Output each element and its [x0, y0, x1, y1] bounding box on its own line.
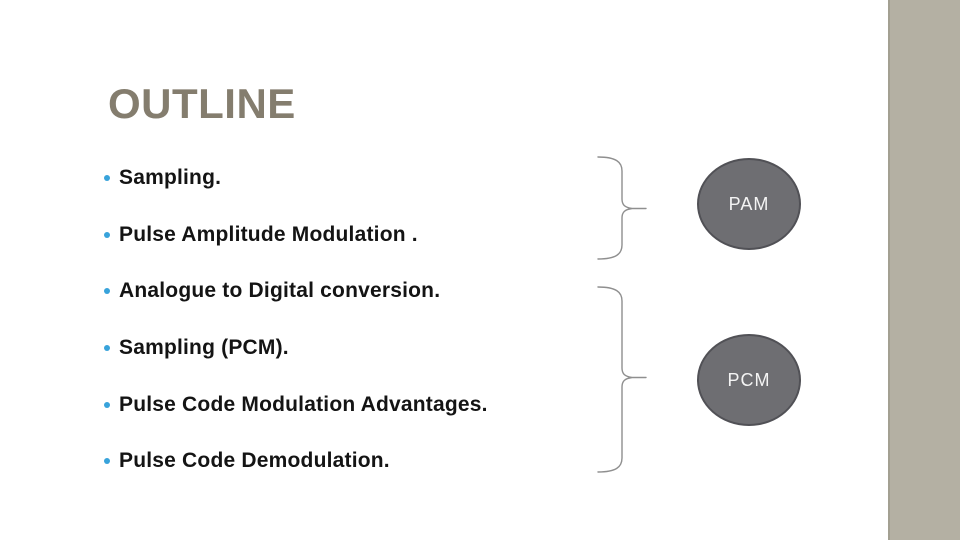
slide-title: OUTLINE	[108, 80, 296, 127]
bullet-dot-icon	[104, 401, 110, 408]
bullet-dot-icon	[104, 458, 110, 465]
bullet-item: Pulse Amplitude Modulation .	[104, 207, 604, 264]
brace-pam-icon	[597, 156, 647, 260]
bullet-dot-icon	[104, 231, 110, 238]
bullet-dot-icon	[104, 345, 110, 352]
bullet-item: Pulse Code Demodulation.	[104, 433, 604, 490]
bullet-item: Sampling.	[104, 150, 604, 207]
pcm-label: PCM	[727, 369, 771, 390]
bullet-item: Pulse Code Modulation Advantages.	[104, 376, 604, 433]
bullet-dot-icon	[104, 288, 110, 295]
right-accent-bar	[888, 0, 960, 540]
bullet-item: Sampling (PCM).	[104, 320, 604, 377]
brace-pcm-icon	[597, 286, 647, 473]
bullet-text: Pulse Code Modulation Advantages.	[119, 392, 488, 416]
bullet-text: Pulse Amplitude Modulation .	[119, 222, 418, 246]
bullet-dot-icon	[104, 175, 110, 182]
pcm-ellipse: PCM	[697, 334, 801, 426]
bullet-item: Analogue to Digital conversion.	[104, 263, 604, 320]
bullet-list: Sampling. Pulse Amplitude Modulation . A…	[104, 150, 604, 490]
pam-ellipse: PAM	[697, 158, 801, 250]
pam-label: PAM	[728, 193, 770, 214]
bullet-text: Analogue to Digital conversion.	[119, 279, 441, 303]
bullet-text: Sampling.	[119, 166, 222, 190]
bullet-text: Pulse Code Demodulation.	[119, 449, 390, 473]
bullet-text: Sampling (PCM).	[119, 336, 289, 360]
